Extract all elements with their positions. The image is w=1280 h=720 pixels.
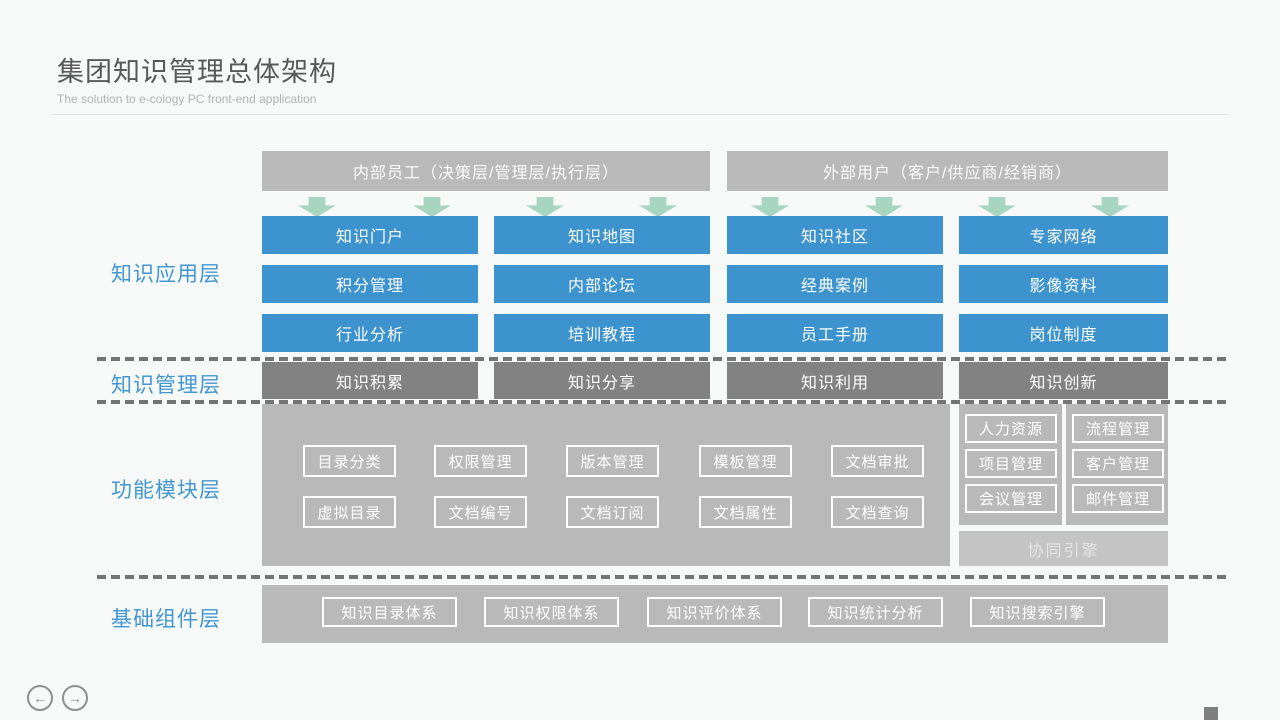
module-box-document-query: 文档查询: [831, 496, 924, 528]
corner-square-decoration: [1204, 707, 1218, 720]
down-arrow-icon: [413, 197, 451, 217]
next-slide-button[interactable]: →: [62, 685, 88, 711]
app-box-expert-network: 专家网络: [959, 216, 1168, 254]
down-arrow-icon: [865, 197, 903, 217]
app-box-industry-analysis: 行业分析: [262, 314, 478, 352]
layer-label-modules: 功能模块层: [111, 479, 221, 502]
foundation-box-catalog-system: 知识目录体系: [322, 597, 457, 627]
app-box-internal-forum: 内部论坛: [494, 265, 710, 303]
mgmt-box-knowledge-innovation: 知识创新: [959, 362, 1168, 399]
app-box-training-courses: 培训教程: [494, 314, 710, 352]
dashed-separator-bottom: [97, 575, 1228, 579]
module-box-document-subscription: 文档订阅: [566, 496, 659, 528]
module-box-template-management: 模板管理: [699, 445, 792, 477]
collaboration-engine-bar: 协同引擎: [959, 531, 1168, 566]
down-arrow-icon: [978, 197, 1016, 217]
prev-slide-button[interactable]: ←: [27, 685, 53, 711]
page-subtitle: The solution to e-cology PC front-end ap…: [57, 92, 317, 106]
right-arrow-icon: →: [68, 690, 82, 706]
side-box-human-resources: 人力资源: [965, 414, 1057, 443]
layer-label-management: 知识管理层: [111, 374, 221, 397]
layer-label-application: 知识应用层: [111, 263, 221, 286]
foundation-box-statistics-analysis: 知识统计分析: [808, 597, 943, 627]
module-box-virtual-catalog: 虚拟目录: [303, 496, 396, 528]
down-arrow-icon: [526, 197, 564, 217]
page-title: 集团知识管理总体架构: [57, 57, 337, 87]
module-box-catalog-classification: 目录分类: [303, 445, 396, 477]
module-box-document-properties: 文档属性: [699, 496, 792, 528]
side-box-email-management: 邮件管理: [1072, 484, 1164, 513]
app-box-media-assets: 影像资料: [959, 265, 1168, 303]
side-box-project-management: 项目管理: [965, 449, 1057, 478]
down-arrow-icon: [751, 197, 789, 217]
module-panel: [262, 404, 950, 566]
side-column-panel-left: [959, 404, 1062, 525]
dashed-separator-middle: [97, 400, 1228, 404]
app-box-employee-handbook: 员工手册: [727, 314, 943, 352]
mgmt-box-knowledge-utilization: 知识利用: [727, 362, 943, 399]
foundation-box-search-engine: 知识搜索引擎: [970, 597, 1105, 627]
foundation-box-permission-system: 知识权限体系: [484, 597, 619, 627]
audience-header-internal: 内部员工（决策层/管理层/执行层）: [262, 151, 710, 191]
down-arrow-icon: [639, 197, 677, 217]
mgmt-box-knowledge-sharing: 知识分享: [494, 362, 710, 399]
foundation-panel: [262, 585, 1168, 643]
foundation-box-evaluation-system: 知识评价体系: [647, 597, 782, 627]
module-box-document-numbering: 文档编号: [434, 496, 527, 528]
side-box-meeting-management: 会议管理: [965, 484, 1057, 513]
module-box-version-management: 版本管理: [566, 445, 659, 477]
header-divider: [50, 114, 1230, 115]
side-box-workflow-management: 流程管理: [1072, 414, 1164, 443]
app-box-points-management: 积分管理: [262, 265, 478, 303]
mgmt-box-knowledge-accumulation: 知识积累: [262, 362, 478, 399]
app-box-knowledge-map: 知识地图: [494, 216, 710, 254]
app-box-knowledge-community: 知识社区: [727, 216, 943, 254]
left-arrow-icon: ←: [33, 690, 47, 706]
side-box-customer-management: 客户管理: [1072, 449, 1164, 478]
dashed-separator-top: [97, 357, 1228, 361]
down-arrow-icon: [1091, 197, 1129, 217]
module-box-document-approval: 文档审批: [831, 445, 924, 477]
audience-header-external: 外部用户（客户/供应商/经销商）: [727, 151, 1168, 191]
app-box-classic-cases: 经典案例: [727, 265, 943, 303]
module-box-permission-management: 权限管理: [434, 445, 527, 477]
layer-label-foundation: 基础组件层: [111, 608, 221, 631]
side-column-panel-right: [1066, 404, 1168, 525]
app-box-position-rules: 岗位制度: [959, 314, 1168, 352]
down-arrow-icon: [298, 197, 336, 217]
app-box-knowledge-portal: 知识门户: [262, 216, 478, 254]
